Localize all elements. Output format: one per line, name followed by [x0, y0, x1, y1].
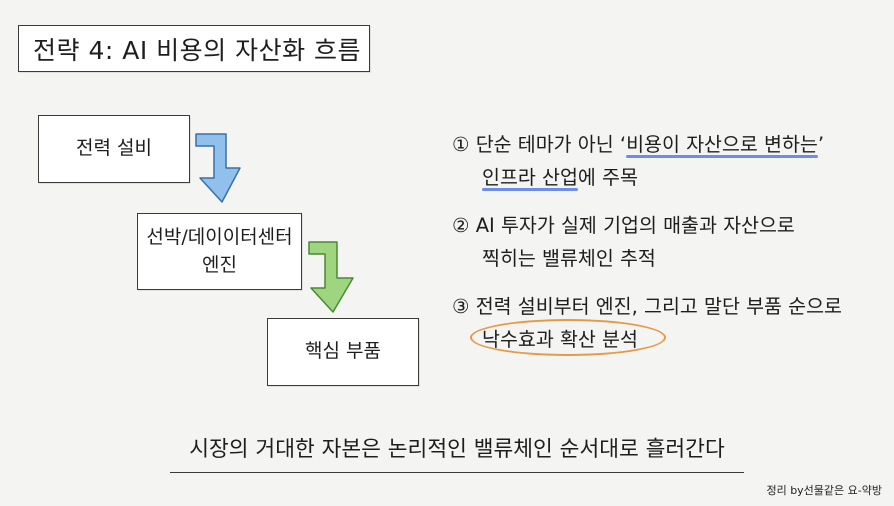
flow-box-label: 전력 설비: [76, 137, 152, 160]
key-points-list: ① 단순 테마가 아닌 ‘비용이 자산으로 변하는’ 인프라 산업에 주목 ② …: [452, 128, 887, 371]
point-text: 찍히는 밸류체인 추적: [482, 247, 656, 270]
flow-box-label: 핵심 부품: [305, 340, 381, 363]
flow-arrow-green-icon: [308, 241, 354, 313]
page-title: 전략 4: AI 비용의 자산화 흐름: [18, 25, 370, 72]
flow-box-power-equipment: 전력 설비: [38, 115, 190, 183]
point-number: ①: [452, 133, 470, 156]
key-point-3: ③ 전력 설비부터 엔진, 그리고 말단 부품 순으로 낙수효과 확산 분석: [452, 290, 887, 356]
point-text: 에 주목: [577, 166, 638, 189]
flow-box-label: 선박/데이이터센터: [146, 225, 293, 248]
key-point-2: ② AI 투자가 실제 기업의 매출과 자산으로 찍히는 밸류체인 추적: [452, 209, 887, 275]
summary-statement: 시장의 거대한 자본은 논리적인 밸류체인 순서대로 흘러간다: [170, 432, 744, 473]
flow-arrow-blue-icon: [195, 133, 241, 203]
flow-box-core-parts: 핵심 부품: [267, 318, 419, 386]
highlight-underline: 비용이 자산으로 변하는: [626, 128, 818, 161]
highlight-circled: 낙수효과 확산 분석: [470, 319, 666, 356]
page-title-text: 전략 4: AI 비용의 자산화 흐름: [33, 35, 362, 65]
point-number: ②: [452, 214, 470, 237]
point-number: ③: [452, 295, 470, 318]
point-text: AI 투자가 실제 기업의 매출과 자산으로: [475, 214, 795, 237]
highlight-underline: 인프라 산업: [482, 161, 578, 194]
flow-box-label: 엔진: [202, 253, 237, 276]
key-point-1: ① 단순 테마가 아닌 ‘비용이 자산으로 변하는’ 인프라 산업에 주목: [452, 128, 887, 194]
flow-box-ship-datacenter-engine: 선박/데이이터센터 엔진: [137, 213, 302, 290]
author-credit: 정리 by선물같은 요-약방: [766, 484, 882, 497]
orange-circle-icon: [470, 319, 666, 356]
point-text: 단순 테마가 아닌 ‘: [475, 133, 627, 156]
point-text: ’: [817, 133, 825, 156]
point-text: 전력 설비부터 엔진, 그리고 말단 부품 순으로: [475, 295, 842, 318]
